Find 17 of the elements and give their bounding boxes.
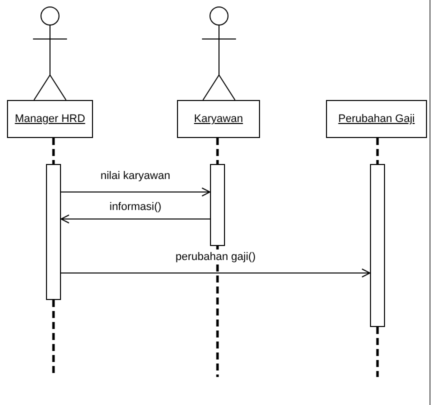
message-arrow <box>60 188 210 196</box>
lifeline <box>216 138 219 164</box>
message-arrow <box>60 214 210 224</box>
activation-bar <box>210 164 225 246</box>
message-arrow <box>60 268 370 278</box>
lifeline <box>216 244 219 378</box>
lifeline <box>376 327 379 377</box>
message-label: perubahan gaji() <box>176 250 256 264</box>
object-box: Karyawan <box>177 100 260 138</box>
lifeline <box>376 138 379 164</box>
message-label: informasi() <box>110 200 162 214</box>
lifeline <box>52 138 55 164</box>
object-box: Perubahan Gaji <box>326 100 427 138</box>
activation-bar <box>46 164 61 300</box>
activation-bar <box>370 164 385 327</box>
object-box: Manager HRD <box>7 100 93 138</box>
message-label: nilai karyawan <box>100 170 170 182</box>
